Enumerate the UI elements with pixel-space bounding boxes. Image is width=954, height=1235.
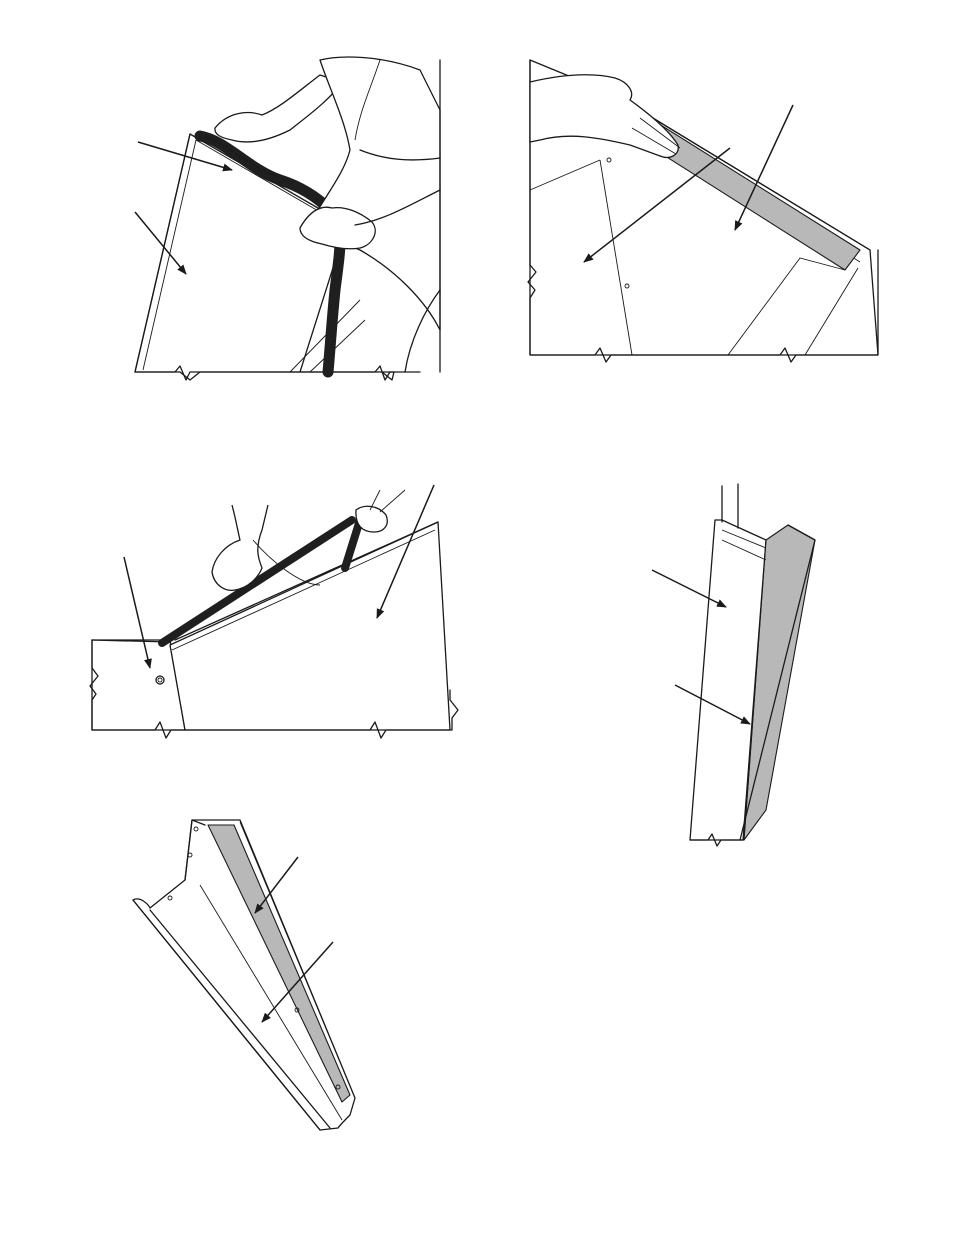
- panel-bottom-left: [133, 820, 355, 1130]
- side-panel-sloped-section: [170, 522, 450, 730]
- panel-top-right: [528, 60, 878, 362]
- panel-top-left: [135, 57, 440, 380]
- panel-middle-left: [90, 485, 458, 738]
- panel-middle-right: [652, 484, 815, 846]
- left-hand: [215, 75, 342, 142]
